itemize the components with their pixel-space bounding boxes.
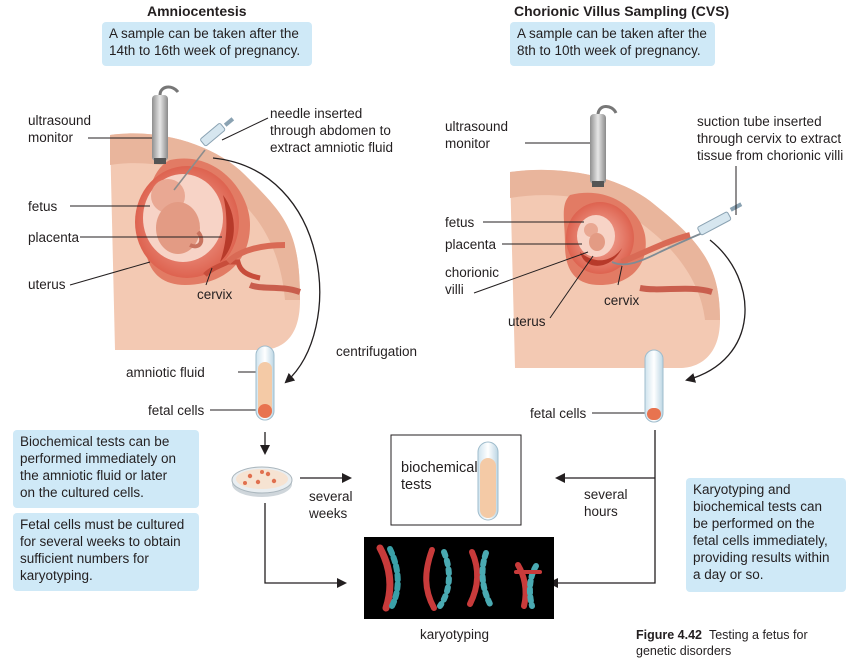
left-test-tube (255, 345, 275, 421)
right-uterus-label: uterus (508, 314, 546, 329)
biochem-note-line-3: the amniotic fluid or later (20, 468, 168, 483)
right-rectum (639, 285, 713, 295)
left-cervix-label: cervix (197, 287, 233, 302)
cvs-note-line-1: A sample can be taken after the (517, 26, 707, 41)
dish-to-karyotype-arrow (264, 503, 347, 588)
right-placenta (580, 248, 622, 266)
cvs-note-line-2: 8th to 10th week of pregnancy. (517, 43, 701, 58)
figure-number: Figure 4.42 (636, 628, 702, 642)
left-ultrasound-probe (152, 85, 180, 164)
cvs-title: Chorionic Villus Sampling (CVS) (514, 3, 730, 19)
biochem-note-line-1: Biochemical tests can be (20, 434, 170, 449)
right-fetus (584, 223, 605, 251)
figure-caption: Figure 4.42 Testing a fetus for genetic … (636, 627, 808, 659)
cvs-timing-note: A sample can be taken after the 8th to 1… (510, 22, 715, 66)
right-ultrasound-probe (590, 105, 618, 187)
left-cervix (203, 259, 261, 281)
culture-note-line-2: for several weeks to obtain (20, 534, 181, 549)
amniocentesis-timing-note: A sample can be taken after the 14th to … (102, 22, 312, 66)
left-placenta (220, 195, 234, 262)
left-rectum (248, 282, 301, 295)
caption-line-2: genetic disorders (636, 644, 732, 658)
biochemical-test-tube (477, 441, 499, 521)
right-placenta-label: placenta (445, 237, 497, 252)
chromosomes (376, 544, 542, 612)
right-ultrasound-line-1: ultrasound (445, 119, 509, 134)
left-placenta-label: placenta (28, 230, 80, 245)
left-vagina (225, 242, 286, 265)
left-ultrasound-line-2: monitor (28, 130, 74, 145)
centrifugation-label: centrifugation (336, 344, 418, 359)
suction-line-1: suction tube inserted (697, 114, 822, 129)
karyo-note-line-4: fetal cells immediately, (693, 533, 828, 548)
amnio-note-line-1: A sample can be taken after the (109, 26, 299, 41)
culture-note-line-3: sufficient numbers for (20, 551, 149, 566)
centrifugation-arrow-left (212, 157, 321, 384)
biochemical-tests-box (390, 434, 522, 526)
centrifugation-arrow-right (685, 239, 746, 383)
culture-note-line-4: karyotyping. (20, 568, 93, 583)
biochem-note-line-4: on the cultured cells. (20, 485, 144, 500)
left-ultrasound-label: ultrasound monitor (28, 112, 91, 146)
left-uterus-label: uterus (28, 277, 66, 292)
amnio-note-line-2: 14th to 16th week of pregnancy. (109, 43, 301, 58)
right-down-line (548, 430, 656, 588)
culture-note-line-1: Fetal cells must be cultured (20, 517, 185, 532)
caption-line-1: Testing a fetus for (708, 628, 808, 642)
left-fetus-label: fetus (28, 199, 58, 214)
several-hours-label: several hours (584, 486, 628, 520)
karyotyping-note: Karyotyping and biochemical tests can be… (686, 478, 846, 592)
karyo-note-line-6: a day or so. (693, 567, 764, 582)
biochemical-note: Biochemical tests can be performed immed… (13, 430, 199, 508)
karyo-note-line-1: Karyotyping and (693, 482, 791, 497)
amniocentesis-title: Amniocentesis (147, 3, 247, 19)
suction-line-3: tissue from chorionic villi (697, 148, 844, 163)
petri-dish (231, 466, 293, 497)
chorionic-line-2: villi (445, 282, 464, 297)
leader-lines (69, 117, 737, 414)
amniocentesis-illustration (110, 85, 301, 350)
needle-line-1: needle inserted (270, 106, 363, 121)
karyotyping-label: karyotyping (420, 627, 490, 642)
chorionic-villi-label: chorionic villi (445, 264, 499, 298)
right-test-tube (644, 349, 664, 423)
right-vagina (620, 232, 691, 265)
needle-line-3: extract amniotic fluid (270, 140, 394, 155)
left-ultrasound-line-1: ultrasound (28, 113, 92, 128)
karyo-note-line-5: providing results within (693, 550, 830, 565)
cvs-illustration (510, 105, 743, 368)
karyo-note-line-3: be performed on the (693, 516, 815, 531)
culture-note: Fetal cells must be cultured for several… (13, 513, 199, 591)
several-weeks-line-1: several (309, 489, 353, 504)
chorionic-line-1: chorionic (445, 265, 500, 280)
amniotic-fluid-label: amniotic fluid (126, 365, 205, 380)
several-hours-line-1: several (584, 487, 628, 502)
flow-arrows (212, 157, 746, 588)
right-fetal-cells-label: fetal cells (530, 406, 587, 421)
several-weeks-line-2: weeks (309, 506, 348, 521)
several-hours-line-2: hours (584, 504, 618, 519)
right-ultrasound-line-2: monitor (445, 136, 491, 151)
left-fetal-cells-label: fetal cells (148, 403, 205, 418)
biochemical-line-1: biochemical (401, 460, 478, 476)
suction-line-2: through cervix to extract (697, 131, 842, 146)
karyo-note-line-2: biochemical tests can (693, 499, 823, 514)
right-fetus-label: fetus (445, 215, 475, 230)
biochemical-line-2: tests (401, 477, 432, 493)
biochem-note-line-2: performed immediately on (20, 451, 177, 466)
right-suction-tube (611, 231, 706, 266)
right-cervix-label: cervix (604, 293, 640, 308)
biochemical-tests-label: biochemical tests (401, 460, 478, 494)
needle-label: needle inserted through abdomen to extra… (270, 105, 393, 156)
several-weeks-label: several weeks (309, 488, 353, 522)
right-syringe (697, 202, 743, 236)
suction-tube-label: suction tube inserted through cervix to … (697, 113, 843, 164)
left-fetus (151, 179, 204, 254)
needle-line-2: through abdomen to (270, 123, 391, 138)
right-ultrasound-label: ultrasound monitor (445, 118, 508, 152)
left-syringe (173, 117, 235, 191)
